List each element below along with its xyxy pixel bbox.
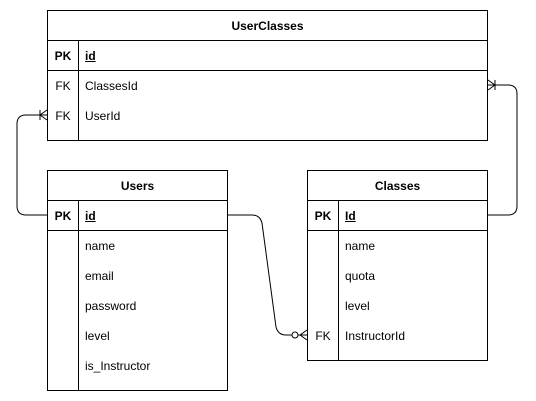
field-name: level xyxy=(345,299,370,313)
field-name: Id xyxy=(345,209,356,223)
entity-row[interactable]: level xyxy=(308,291,487,321)
field-name: name xyxy=(345,239,376,253)
field-name: quota xyxy=(345,269,376,283)
entity-row[interactable]: quota xyxy=(308,261,487,291)
entity-row[interactable]: FK ClassesId xyxy=(48,71,487,101)
entity-classes[interactable]: Classes PK Id name quota level FK Instru… xyxy=(307,170,488,361)
entity-userclasses[interactable]: UserClasses PK id FK ClassesId FK UserId xyxy=(47,10,488,141)
key-label: PK xyxy=(54,209,72,223)
entity-row[interactable]: FK UserId xyxy=(48,101,487,131)
key-label: FK xyxy=(55,79,71,93)
field-name: level xyxy=(85,329,110,343)
key-label: PK xyxy=(314,209,332,223)
entity-title: Users xyxy=(48,171,227,201)
entity-row[interactable]: name xyxy=(308,231,487,261)
entity-row-pk[interactable]: PK id xyxy=(48,41,487,71)
entity-row[interactable]: password xyxy=(48,291,227,321)
field-name: password xyxy=(85,299,137,313)
field-name: id xyxy=(85,209,96,223)
key-label xyxy=(48,231,78,261)
field-name: id xyxy=(85,49,96,63)
field-name: is_Instructor xyxy=(85,359,151,373)
key-column-divider xyxy=(338,201,339,361)
entity-row[interactable]: is_Instructor xyxy=(48,351,227,381)
key-label xyxy=(48,261,78,291)
entity-row[interactable]: name xyxy=(48,231,227,261)
entity-title: Classes xyxy=(308,171,487,201)
key-column-divider xyxy=(78,201,79,391)
key-label xyxy=(308,291,338,321)
entity-row-pk[interactable]: PK id xyxy=(48,201,227,231)
entity-row[interactable]: email xyxy=(48,261,227,291)
connector-users-classes[interactable] xyxy=(228,214,307,336)
entity-row[interactable]: FK InstructorId xyxy=(308,321,487,351)
crows-foot-many-mandatory-marker xyxy=(39,109,48,121)
key-label xyxy=(48,351,78,381)
key-label: FK xyxy=(315,329,331,343)
key-label xyxy=(48,321,78,351)
field-name: email xyxy=(85,269,114,283)
crows-foot-many-mandatory-marker xyxy=(487,79,496,91)
connector-classes-userclasses[interactable] xyxy=(488,84,518,216)
key-label xyxy=(48,291,78,321)
field-name: ClassesId xyxy=(85,79,138,93)
crows-foot-many-optional-marker xyxy=(291,329,308,341)
entity-title: UserClasses xyxy=(48,11,487,41)
key-label: PK xyxy=(54,49,72,63)
entity-users[interactable]: Users PK id name email password level is… xyxy=(47,170,228,391)
key-column-divider xyxy=(78,41,79,141)
connector-users-userclasses[interactable] xyxy=(16,114,47,216)
key-label: FK xyxy=(55,109,71,123)
key-label xyxy=(308,261,338,291)
field-name: InstructorId xyxy=(345,329,406,343)
field-name: UserId xyxy=(85,109,121,123)
field-name: name xyxy=(85,239,116,253)
entity-row[interactable]: level xyxy=(48,321,227,351)
key-label xyxy=(308,231,338,261)
entity-row-pk[interactable]: PK Id xyxy=(308,201,487,231)
